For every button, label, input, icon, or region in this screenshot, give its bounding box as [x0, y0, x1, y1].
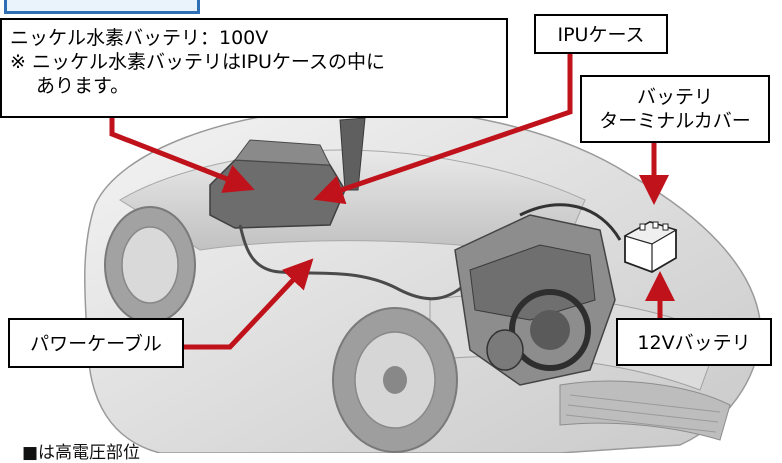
nimh-note-line1: ※ ニッケル水素バッテリはIPUケースの中に	[10, 51, 385, 73]
ipu-case-label: IPUケース	[557, 24, 645, 46]
high-voltage-footnote: ■は高電圧部位	[22, 443, 141, 463]
arrow-nimh	[109, 112, 255, 193]
arrow-power	[184, 258, 314, 350]
nimh-battery-label: ニッケル水素バッテリ：100V	[10, 27, 269, 49]
nimh-note-line2: あります。	[36, 75, 130, 97]
battery-12v-shape	[623, 221, 678, 273]
nimh-battery-callout: ニッケル水素バッテリ：100V ※ ニッケル水素バッテリはIPUケースの中に あ…	[0, 18, 508, 118]
car-illustration	[83, 54, 762, 453]
engine-shape	[454, 203, 622, 386]
arrow-ipu	[313, 54, 573, 205]
battery-12v-callout: 12Vバッテリ	[616, 318, 772, 366]
power-cable-line	[238, 224, 472, 301]
battery-12v-label: 12Vバッテリ	[637, 332, 751, 354]
terminal-cover-label-line1: バッテリ	[636, 86, 713, 108]
terminal-cover-label-line2: ターミナルカバー	[599, 110, 751, 132]
pointer-arrows	[109, 54, 675, 350]
front-wheel	[332, 307, 458, 453]
terminal-cover-callout: バッテリ ターミナルカバー	[580, 75, 770, 143]
header-tab	[4, 0, 200, 14]
power-cable-label: パワーケーブル	[30, 333, 162, 355]
rear-wheel	[104, 206, 196, 324]
power-cable-callout: パワーケーブル	[8, 318, 184, 368]
ipu-case-callout: IPUケース	[534, 14, 668, 54]
